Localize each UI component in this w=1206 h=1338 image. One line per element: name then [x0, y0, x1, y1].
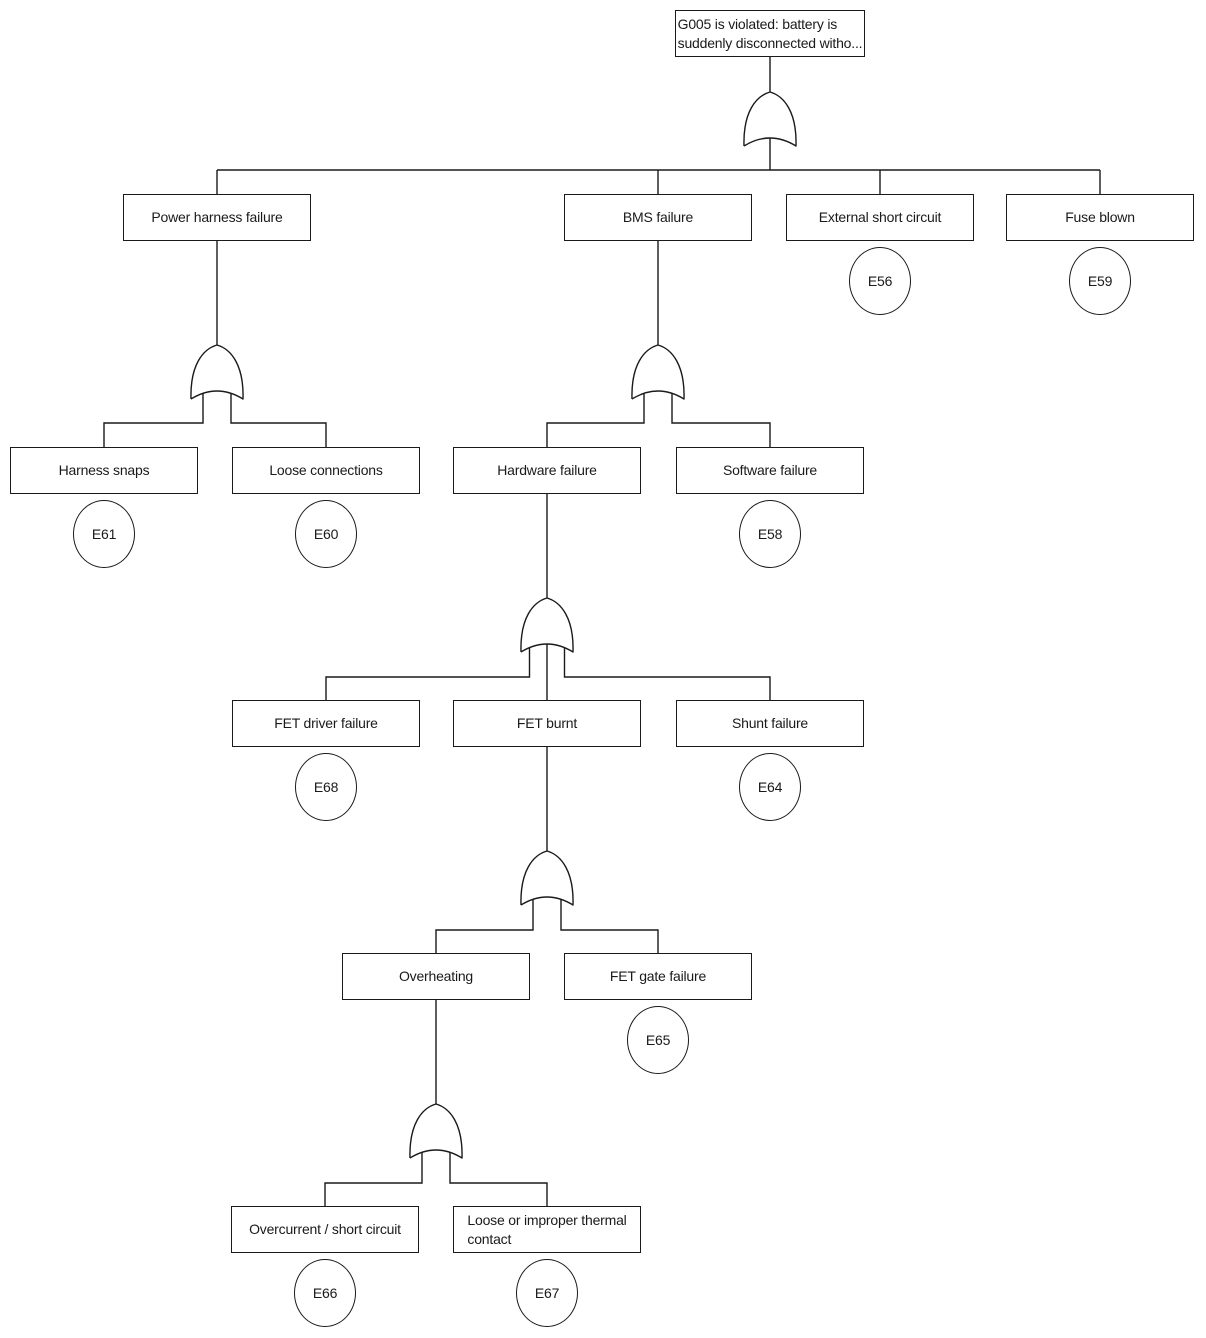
- or-gate-hardware: [520, 597, 574, 653]
- node-software-failure: Software failure: [676, 447, 864, 494]
- node-fet-burnt: FET burnt: [453, 700, 641, 747]
- event-id-label: E64: [757, 779, 783, 795]
- connector-gate-to-thermal-contact: [449, 1152, 548, 1206]
- node-loose-improper-thermal-contact: Loose or improper thermal contact: [453, 1206, 641, 1253]
- basic-event-e61: E61: [73, 500, 135, 568]
- event-id-label: E59: [1087, 273, 1113, 289]
- event-id-label: E61: [91, 526, 117, 542]
- node-label: Harness snaps: [58, 462, 150, 479]
- node-fet-gate-failure: FET gate failure: [564, 953, 752, 1000]
- basic-event-e59: E59: [1069, 247, 1131, 315]
- node-label: Overheating: [398, 968, 474, 985]
- node-external-short-circuit: External short circuit: [786, 194, 974, 241]
- node-overcurrent-short-circuit: Overcurrent / short circuit: [231, 1206, 419, 1253]
- event-id-label: E66: [312, 1285, 338, 1301]
- basic-event-e56: E56: [849, 247, 911, 315]
- event-id-label: E68: [313, 779, 339, 795]
- connector-gate-to-harness-snaps: [103, 393, 204, 447]
- node-overheating: Overheating: [342, 953, 530, 1000]
- connector-gate-to-software: [671, 393, 771, 447]
- node-top-event: G005 is violated: battery is suddenly di…: [675, 10, 865, 57]
- node-shunt-failure: Shunt failure: [676, 700, 864, 747]
- node-label: Overcurrent / short circuit: [249, 1221, 401, 1238]
- basic-event-e64: E64: [739, 753, 801, 821]
- node-label: G005 is violated: battery is suddenly di…: [677, 15, 863, 51]
- or-gate-fet-burnt: [520, 850, 574, 906]
- node-label: BMS failure: [622, 209, 694, 226]
- node-harness-snaps: Harness snaps: [10, 447, 198, 494]
- connector-gate-to-overcurrent: [324, 1152, 423, 1206]
- event-id-label: E65: [645, 1032, 671, 1048]
- node-label: Loose connections: [269, 462, 383, 479]
- event-id-label: E67: [534, 1285, 560, 1301]
- node-label: Software failure: [722, 462, 818, 479]
- node-label: External short circuit: [818, 209, 942, 226]
- node-label: Power harness failure: [151, 209, 283, 226]
- node-power-harness-failure: Power harness failure: [123, 194, 311, 241]
- node-bms-failure: BMS failure: [564, 194, 752, 241]
- connector-gate-to-shunt: [563, 648, 771, 700]
- basic-event-e68: E68: [295, 753, 357, 821]
- connector-gate-to-fet-driver: [325, 648, 531, 700]
- connector-gate-to-overheating: [435, 899, 534, 953]
- node-fuse-blown: Fuse blown: [1006, 194, 1194, 241]
- basic-event-e65: E65: [627, 1006, 689, 1074]
- basic-event-e58: E58: [739, 500, 801, 568]
- or-gate-overheating: [409, 1103, 463, 1159]
- node-label: Hardware failure: [497, 462, 597, 479]
- connector-gate-to-loose-connections: [230, 393, 327, 447]
- node-label: Fuse blown: [1065, 209, 1135, 226]
- or-gate-power-harness: [190, 344, 244, 400]
- basic-event-e66: E66: [294, 1259, 356, 1327]
- basic-event-e67: E67: [516, 1259, 578, 1327]
- event-id-label: E60: [313, 526, 339, 542]
- node-label: FET burnt: [516, 715, 578, 732]
- or-gate-bms: [631, 344, 685, 400]
- node-loose-connections: Loose connections: [232, 447, 420, 494]
- or-gate-top: [743, 91, 797, 147]
- node-fet-driver-failure: FET driver failure: [232, 700, 420, 747]
- connector-gate-to-hardware: [546, 393, 645, 447]
- event-id-label: E56: [867, 273, 893, 289]
- node-hardware-failure: Hardware failure: [453, 447, 641, 494]
- event-id-label: E58: [757, 526, 783, 542]
- node-label: FET driver failure: [274, 715, 378, 732]
- node-label: Shunt failure: [731, 715, 808, 732]
- node-label: FET gate failure: [609, 968, 707, 985]
- node-label: Loose or improper thermal contact: [467, 1211, 627, 1247]
- connector-gate-to-fet-gate: [560, 899, 659, 953]
- basic-event-e60: E60: [295, 500, 357, 568]
